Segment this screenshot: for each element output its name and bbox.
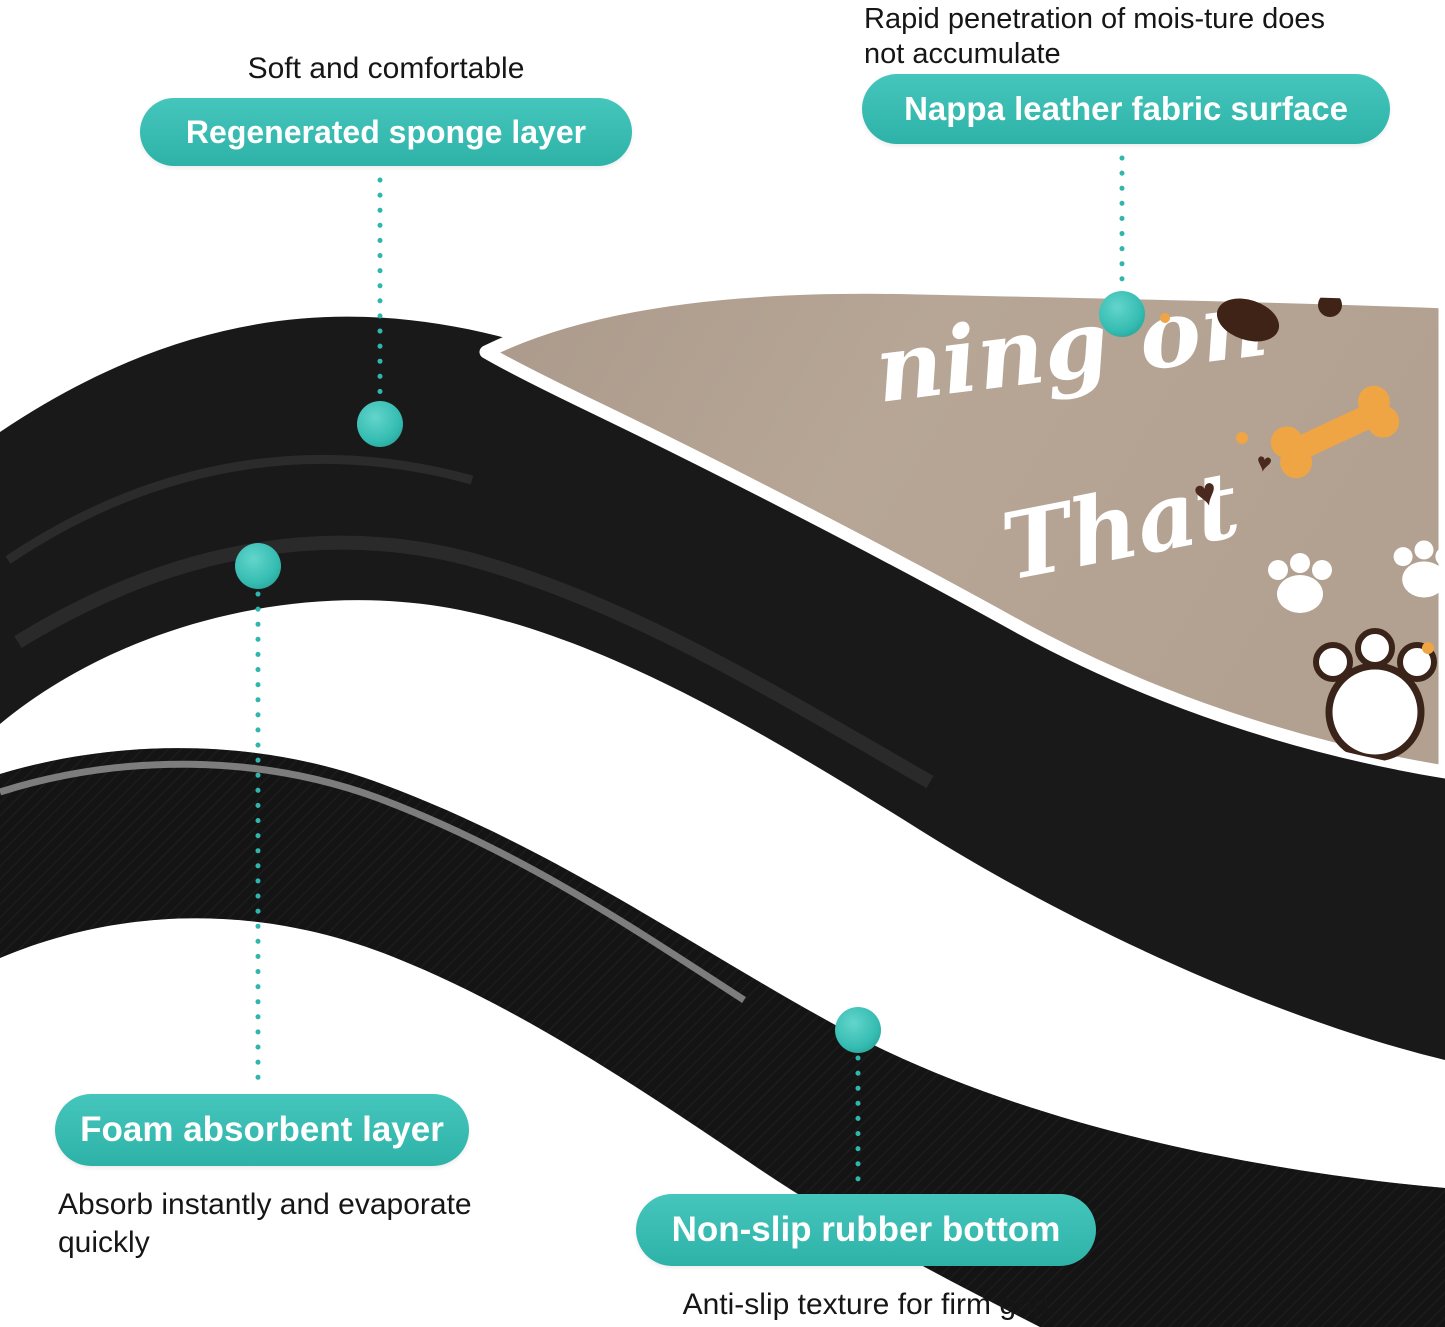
orange-dot bbox=[1422, 642, 1434, 654]
orange-dot bbox=[1236, 432, 1248, 444]
fabric-note-line2: not accumulate bbox=[864, 38, 1061, 70]
foam-note-line2: quickly bbox=[58, 1226, 150, 1259]
rubber-note-text: Anti-slip texture for firm grip bbox=[682, 1288, 1050, 1321]
foam-absorbent-layer-label-text: Foam absorbent layer bbox=[80, 1110, 444, 1149]
sponge-layer-streak bbox=[14, 535, 934, 789]
regenerated-sponge-layer-label-text: Regenerated sponge layer bbox=[185, 113, 587, 150]
foam-note: Absorb instantly and evaporate quickly bbox=[58, 1186, 558, 1262]
sponge-layer-highlight bbox=[5, 454, 474, 564]
heart-icon: ♥ bbox=[1254, 446, 1274, 478]
nappa-leather-fabric-surface-label-text: Nappa leather fabric surface bbox=[904, 90, 1348, 127]
paw-icon bbox=[1268, 553, 1332, 613]
rubber-layer-highlight bbox=[0, 760, 746, 1003]
non-slip-rubber-bottom-label-text: Non-slip rubber bottom bbox=[671, 1210, 1061, 1249]
dog-nose-dot bbox=[1318, 293, 1342, 317]
non-slip-rubber-bottom-label: Non-slip rubber bottom bbox=[636, 1194, 1096, 1266]
sponge-note: Soft and comfortable bbox=[140, 52, 632, 86]
orange-dot bbox=[1160, 313, 1170, 323]
rubber-layer-texture bbox=[0, 748, 1445, 1327]
nappa-leather-fabric-surface-label: Nappa leather fabric surface bbox=[862, 74, 1390, 144]
dog-ear-shape bbox=[1216, 298, 1280, 342]
fabric-note-line1: Rapid penetration of mois-ture does bbox=[864, 3, 1326, 35]
paw-icon bbox=[1393, 540, 1445, 598]
bone-icon bbox=[1270, 385, 1400, 479]
foam-note-line1: Absorb instantly and evaporate bbox=[58, 1188, 472, 1221]
outlined-paw-icon bbox=[1313, 628, 1437, 762]
fabric-note: Rapid penetration of mois-ture does not … bbox=[864, 2, 1424, 72]
sponge-note-text: Soft and comfortable bbox=[247, 52, 525, 85]
rubber-note: Anti-slip texture for firm grip bbox=[636, 1288, 1096, 1322]
fabric-marker-dot bbox=[1099, 291, 1145, 337]
foam-absorbent-layer-label: Foam absorbent layer bbox=[55, 1094, 469, 1166]
fabric-sheet-shape bbox=[479, 280, 1445, 779]
sponge-layer-shape bbox=[0, 316, 1445, 1060]
rubber-marker-dot bbox=[835, 1007, 881, 1053]
foam-marker-dot bbox=[235, 543, 281, 589]
fabric-surface: ning on That bbox=[479, 280, 1445, 779]
sponge-marker-dot bbox=[357, 401, 403, 447]
regenerated-sponge-layer-label: Regenerated sponge layer bbox=[140, 98, 632, 166]
